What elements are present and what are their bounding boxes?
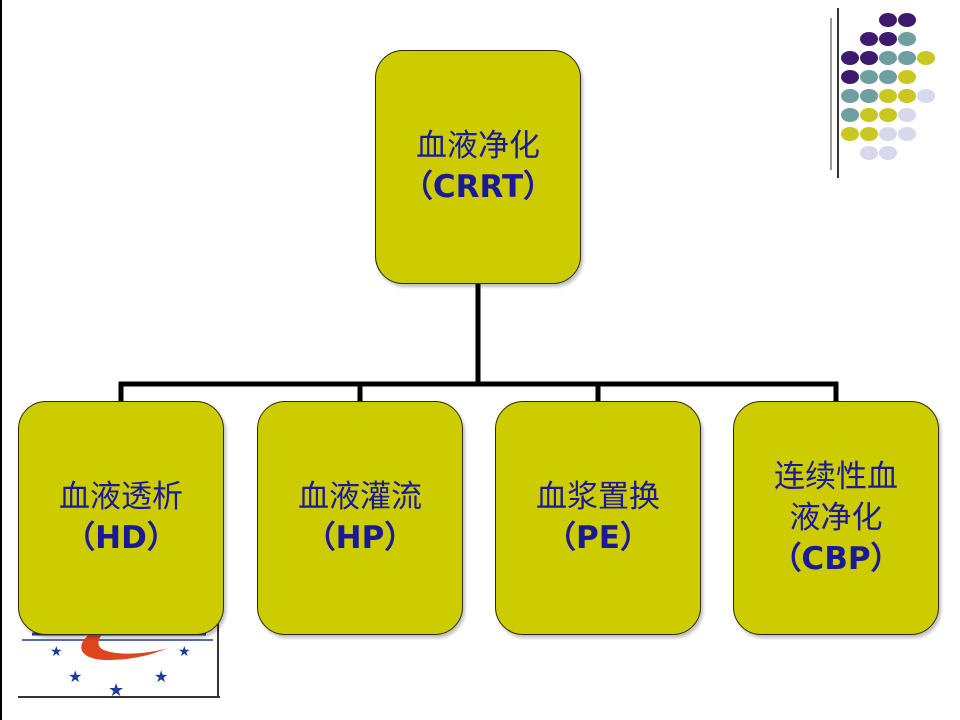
node-hd-abbr: （HD） [64,520,178,556]
decor-dot [898,51,916,65]
svg-text:★: ★ [68,667,82,686]
decor-dot [860,32,878,46]
decor-dot [860,146,878,160]
decor-dot [898,108,916,122]
decor-dot [879,127,897,141]
decor-dot [879,32,897,46]
node-hemoperfusion: 血液灌流 （HP） [257,401,463,635]
node-cbp-abbr: （CBP） [770,540,902,577]
decor-dot [860,70,878,84]
node-pe-line-1: 血浆置换 [536,479,660,515]
decor-dot [898,13,916,27]
node-hd-line-1: 血液透析 [59,479,183,515]
node-root-abbr: （CRRT） [401,169,555,205]
node-pe-abbr: （PE） [545,520,651,556]
decor-dot [841,108,859,122]
svg-text:★: ★ [178,644,191,660]
decor-dot [841,70,859,84]
decor-dot [860,89,878,103]
svg-text:★: ★ [108,680,124,698]
node-cbp-line-1: 连续性血 [774,458,898,495]
decor-dot [879,108,897,122]
decor-dot [841,89,859,103]
decor-dot [879,51,897,65]
svg-text:★: ★ [50,644,63,660]
svg-text:★: ★ [154,667,168,686]
slide-left-border [0,0,2,720]
decor-dot [898,127,916,141]
node-cbp-line-2: 液净化 [789,499,883,536]
decor-dot [917,51,935,65]
decor-dot [841,127,859,141]
node-blood-purification: 血液净化 （CRRT） [375,50,581,284]
node-hemodialysis: 血液透析 （HD） [18,401,224,635]
decor-dot [879,13,897,27]
decorative-dot-grid [830,8,935,178]
node-hp-line-1: 血液灌流 [298,479,422,515]
decor-dot [841,51,859,65]
decor-dot [879,89,897,103]
node-plasma-exchange: 血浆置换 （PE） [495,401,701,635]
decor-dot [898,32,916,46]
node-hp-abbr: （HP） [304,520,416,556]
node-continuous-blood-purification: 连续性血 液净化 （CBP） [733,401,939,635]
decor-dot [879,70,897,84]
decor-dot [898,89,916,103]
decor-dot [860,127,878,141]
decor-dot [860,108,878,122]
node-root-name: 血液净化 [416,128,540,164]
decor-dot [879,146,897,160]
decor-dot [917,89,935,103]
decor-dot [860,51,878,65]
decor-dot [898,70,916,84]
